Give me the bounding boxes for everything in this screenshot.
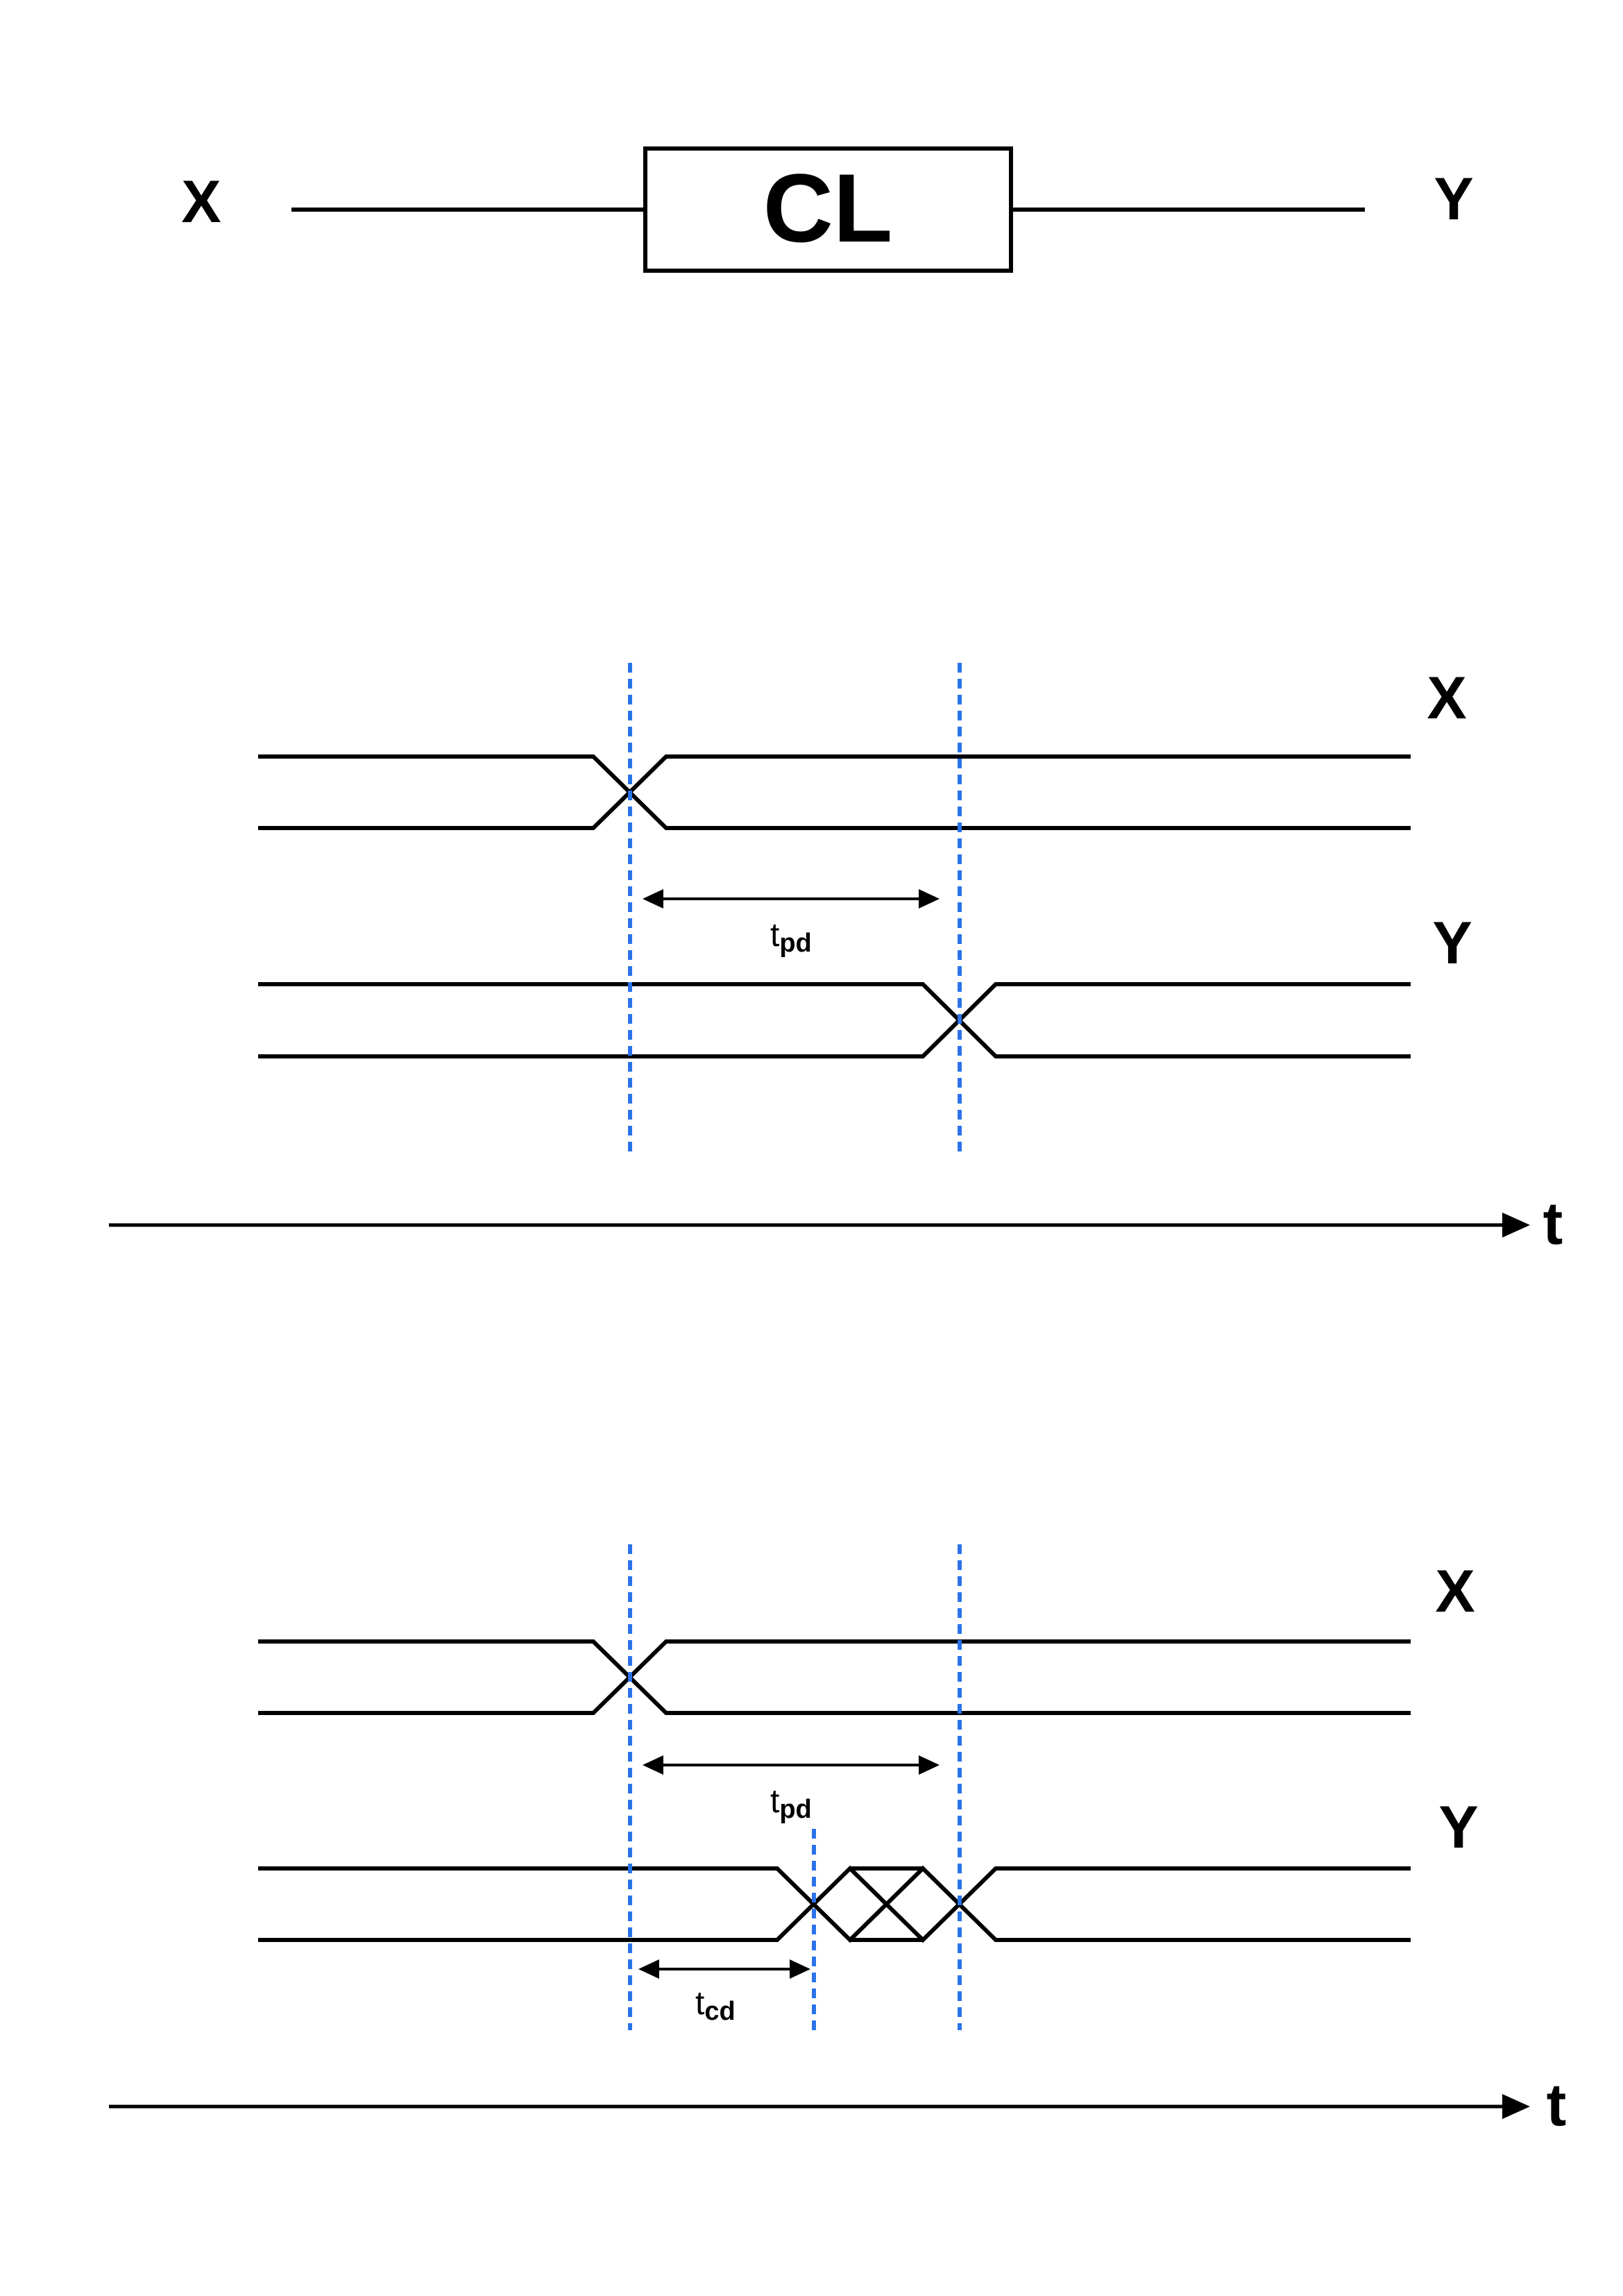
tcd-arrow-left [638, 1959, 659, 1979]
signal-x-bottom-trace [258, 754, 1411, 830]
signal-y-label: Y [1438, 1794, 1478, 1861]
tpd-arrow-left [643, 1755, 663, 1775]
signal-x-top-trace [258, 754, 1411, 830]
signal-x-bottom-trace [258, 1639, 1411, 1715]
time-axis-1-label: t [1543, 1190, 1563, 1257]
tpd-arrow-left [643, 889, 663, 909]
tpd-label: tpd [770, 1783, 812, 1824]
block-diagram: X CL Y [181, 146, 1474, 273]
signal-x-label: X [1435, 1558, 1475, 1625]
time-axis-2-label: t [1547, 2072, 1567, 2138]
tpd-label: tpd [770, 917, 812, 958]
tpd-label-symbol: t [770, 1783, 779, 1820]
tcd-arrow-right [790, 1959, 810, 1979]
time-axis-1-arrowhead [1502, 1213, 1530, 1238]
block-input-label: X [181, 169, 221, 235]
signal-y-label: Y [1432, 910, 1472, 977]
signal-y-top-trace [258, 1865, 1411, 1943]
tcd-label: tcd [695, 1985, 736, 2026]
tpd-label-symbol: t [770, 917, 779, 954]
signal-x-top-trace [258, 1639, 1411, 1715]
cl-box-label: CL [763, 153, 893, 262]
tcd-label-symbol: t [695, 1985, 704, 2022]
timing-diagram-1: X tpd Y t [109, 663, 1563, 1257]
tpd-label-subscript: pd [779, 1795, 811, 1824]
signal-x-label: X [1427, 665, 1466, 732]
tpd-arrow-right [919, 889, 940, 909]
tpd-label-subscript: pd [779, 929, 811, 958]
block-output-label: Y [1434, 166, 1473, 233]
tcd-label-subscript: cd [704, 1997, 735, 2026]
timing-diagram-2: X tpd Y tcd t [109, 1544, 1566, 2138]
signal-y-top-trace [258, 982, 1411, 1058]
tpd-arrow-right [919, 1755, 940, 1775]
signal-y-bottom-trace [258, 1865, 1411, 1943]
signal-y-bottom-trace [258, 982, 1411, 1058]
time-axis-2-arrowhead [1502, 2094, 1530, 2119]
